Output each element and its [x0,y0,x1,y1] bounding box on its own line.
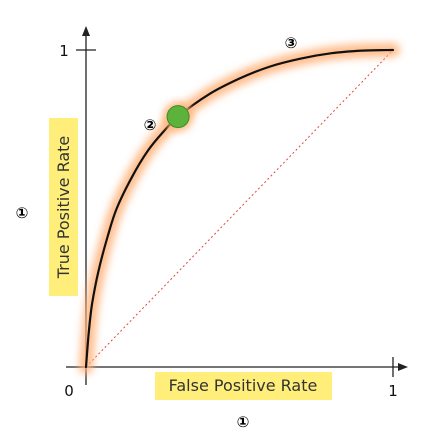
y-axis-label: True Positive Rate [54,136,73,280]
roc-curve [84,48,395,369]
x-tick-label-0: 0 [64,382,74,400]
xlabel-highlight [155,372,332,400]
marker-x-axis: ① [237,413,250,431]
ylabel-highlight [49,118,78,296]
x-axis-label: False Positive Rate [169,376,318,395]
marker-y-axis: ① [16,204,29,222]
y-tick-label-1: 1 [59,42,69,60]
x-axis-arrow [398,363,408,371]
diagonal-line [85,49,394,368]
y-axis-arrow [82,26,90,36]
x-tick-label-1: 1 [388,382,398,400]
marker-curve: ③ [285,34,298,52]
operating-point [166,105,190,129]
marker-point: ② [144,116,157,134]
